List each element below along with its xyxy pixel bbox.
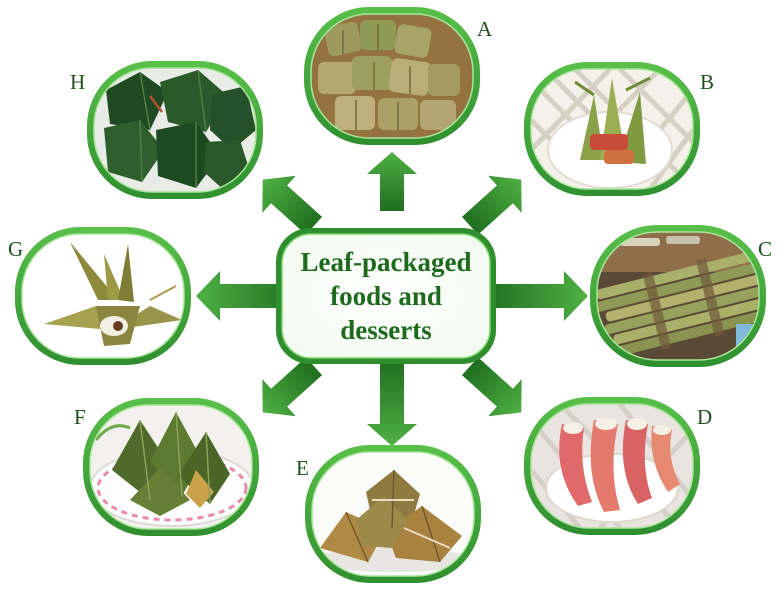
arrow-to-b [462, 175, 522, 235]
center-title-line-1: Leaf-packaged [300, 247, 472, 277]
panel-label-d: D [697, 405, 713, 429]
bundled-leaf-sticks-icon [597, 232, 759, 360]
panel-d [524, 397, 700, 535]
center-title-line-3: desserts [340, 315, 432, 345]
panel-g [15, 227, 191, 365]
arrow-to-d [462, 357, 522, 417]
panel-label-h: H [70, 70, 86, 94]
star-leaf-wrap-icon [22, 234, 184, 358]
arrow-to-f [262, 357, 322, 417]
panel-label-c: C [758, 237, 773, 261]
panel-h [87, 61, 263, 199]
panel-a [304, 7, 480, 145]
pyramid-leaf-dumplings-icon [312, 452, 474, 576]
panel-b [524, 62, 700, 196]
arrow-to-c [482, 271, 588, 321]
arrow-to-g [196, 271, 302, 321]
panel-label-g: G [8, 237, 24, 261]
panel-label-f: F [74, 405, 86, 429]
center-title-line-2: foods and [330, 281, 442, 311]
panel-f [83, 398, 259, 536]
arrow-to-a [367, 152, 417, 211]
center-box [276, 228, 496, 364]
red-leaf-cups-icon [531, 404, 693, 528]
panel-label-a: A [477, 17, 493, 41]
folded-leaf-pyramids-on-plate-icon [90, 405, 252, 529]
arrow-to-h [262, 175, 322, 235]
dark-leaf-parcels-icon [94, 68, 256, 192]
arrows [196, 152, 588, 446]
tall-leaf-cones-in-bowl-icon [531, 69, 693, 189]
panel-e [305, 445, 481, 583]
panel-label-e: E [296, 456, 309, 480]
panel-c [590, 225, 766, 367]
panel-label-b: B [700, 70, 715, 94]
arrow-to-e [367, 358, 417, 446]
center-title: Leaf-packaged foods and desserts [279, 231, 493, 361]
square-leaf-parcels-in-basket-icon [311, 14, 473, 138]
